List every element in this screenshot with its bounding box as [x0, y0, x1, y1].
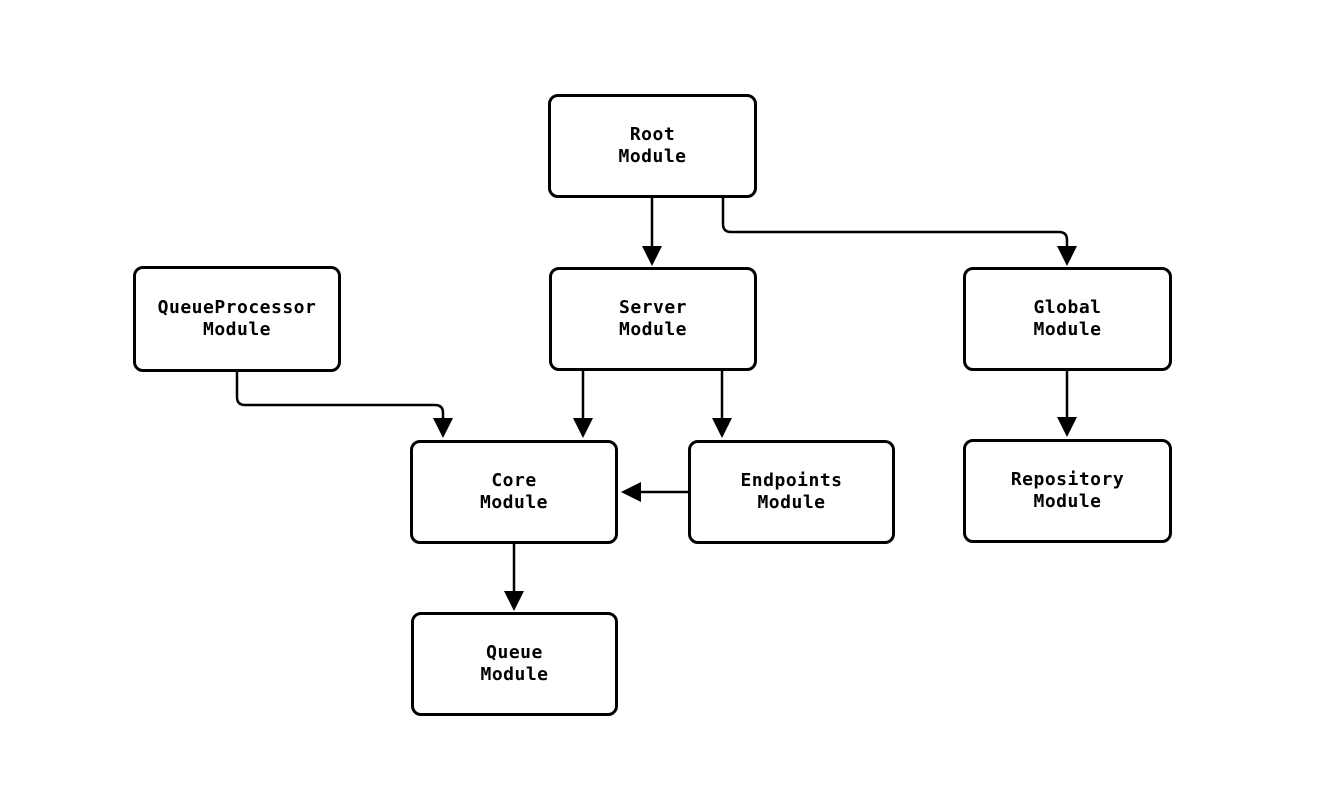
- node-repository-module-label: Repository Module: [1010, 469, 1125, 512]
- node-queue-module: Queue Module: [411, 612, 618, 716]
- node-server-module: Server Module: [549, 267, 757, 371]
- node-core-module-label: Core Module: [479, 470, 549, 513]
- node-endpoints-module-label: Endpoints Module: [740, 470, 843, 513]
- node-endpoints-module: Endpoints Module: [688, 440, 895, 544]
- node-queueprocessor-module: QueueProcessor Module: [133, 266, 341, 372]
- node-core-module: Core Module: [410, 440, 618, 544]
- node-global-module-label: Global Module: [1033, 297, 1102, 340]
- node-repository-module: Repository Module: [963, 439, 1172, 543]
- node-queue-module-label: Queue Module: [480, 642, 549, 685]
- node-queueprocessor-module-label: QueueProcessor Module: [157, 297, 317, 340]
- node-root-module: Root Module: [548, 94, 757, 198]
- node-server-module-label: Server Module: [618, 297, 688, 340]
- edge-queueprocessor-to-core: [235, 372, 453, 438]
- node-root-module-label: Root Module: [618, 124, 687, 167]
- node-global-module: Global Module: [963, 267, 1172, 371]
- edge-root-to-global: [721, 198, 1077, 266]
